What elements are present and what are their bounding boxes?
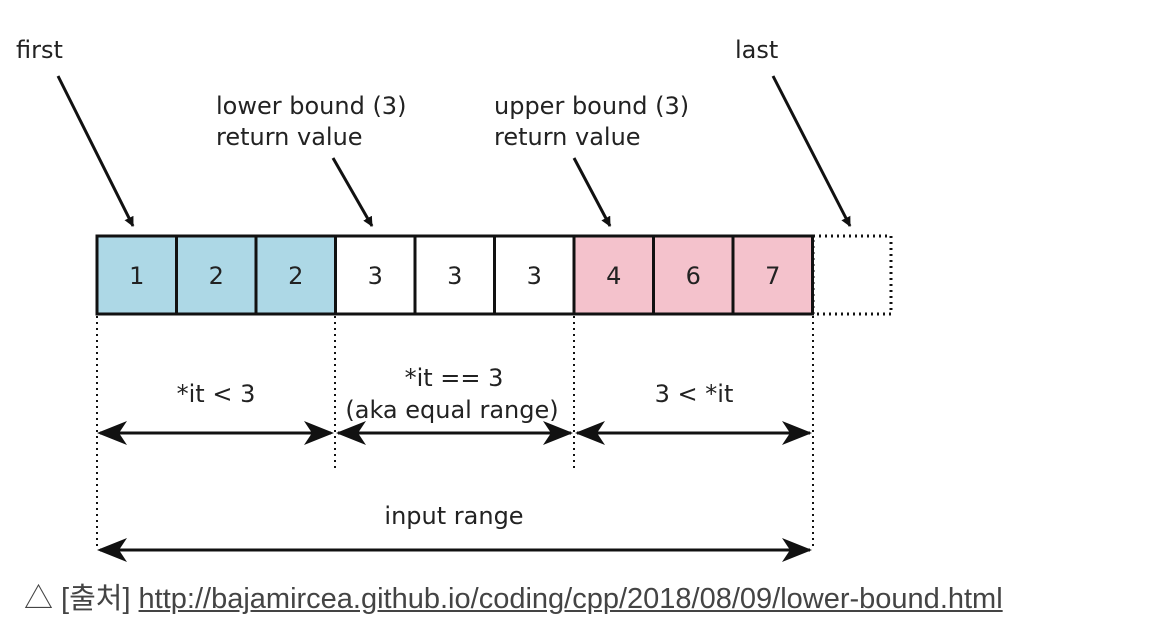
last-pointer-arrow	[771, 75, 852, 227]
less-range-label: *it < 3	[177, 380, 256, 408]
last-label: last	[735, 36, 778, 64]
array-cell-value-9: 7	[765, 262, 780, 290]
array-cell-2	[175, 234, 258, 316]
upper-bound-pointer-arrow	[572, 157, 612, 227]
greater-range-label: 3 < *it	[655, 380, 734, 408]
array-cell-value-3: 2	[288, 262, 303, 290]
input-range-arrow	[97, 538, 812, 562]
array-cell-1	[95, 234, 178, 316]
lower-bound-pointer-arrow	[331, 157, 374, 227]
array-cell-value-2: 2	[209, 262, 224, 290]
array-cell-9	[731, 234, 814, 316]
past-the-end-cell	[811, 234, 893, 316]
array-cell-5	[413, 234, 496, 316]
array-cell-value-6: 3	[527, 262, 542, 290]
equal-range-arrow	[336, 421, 573, 445]
array-cell-7	[572, 234, 655, 316]
array-cell-value-5: 3	[447, 262, 462, 290]
input-range-label: input range	[384, 502, 523, 530]
array-cell-3	[254, 234, 337, 316]
caption-prefix: △ [출처]	[24, 583, 131, 615]
upper-bound-label: upper bound (3)	[494, 92, 689, 120]
array-cell-8	[652, 234, 735, 316]
array-cell-value-1: 1	[129, 262, 144, 290]
upper-bound-return-label: return value	[494, 123, 641, 151]
array-cell-value-7: 4	[606, 262, 621, 290]
equal-range-aka-label: (aka equal range)	[345, 396, 558, 424]
array-cell-6	[493, 234, 576, 316]
array-cell-value-8: 6	[686, 262, 701, 290]
greater-range-arrow	[575, 421, 812, 445]
less-range-arrow	[97, 421, 334, 445]
array-cell-value-4: 3	[368, 262, 383, 290]
equal-range-label: *it == 3	[405, 364, 504, 392]
source-link[interactable]: http://bajamircea.github.io/coding/cpp/2…	[138, 583, 1003, 615]
lower-bound-return-label: return value	[216, 123, 363, 151]
first-label: first	[16, 36, 63, 64]
lower-bound-label: lower bound (3)	[216, 92, 406, 120]
source-caption: △ [출처]http://bajamircea.github.io/coding…	[24, 575, 1003, 617]
first-pointer-arrow	[56, 75, 135, 227]
array-cells: 1 2 2 3 3 3 4 6 7	[95, 234, 814, 316]
